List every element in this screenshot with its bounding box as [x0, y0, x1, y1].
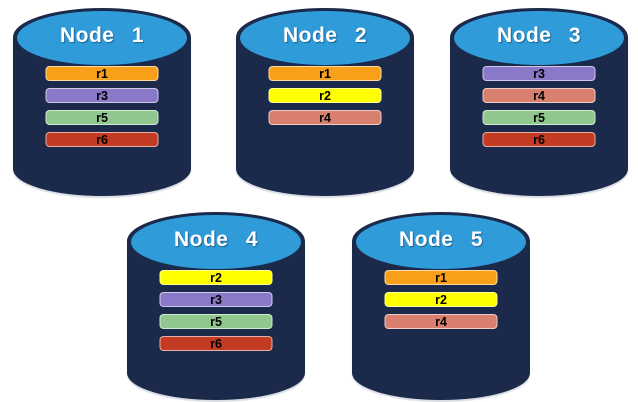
cylinder-cap: Node 3 — [454, 11, 624, 65]
cylinder-cap: Node 5 — [356, 215, 526, 269]
replica-bar-r2: r2 — [384, 292, 498, 307]
replica-bar-r6: r6 — [159, 336, 273, 351]
replica-list: r1 r3 r5 r6 — [45, 66, 159, 147]
node-title: Node 3 — [496, 24, 581, 47]
replica-bar-r1: r1 — [45, 66, 159, 81]
node-2: Node 2 r1 r2 r4 — [236, 8, 414, 196]
replica-bar-r4: r4 — [482, 88, 596, 103]
replica-list: r2 r3 r5 r6 — [159, 270, 273, 351]
replica-bar-r1: r1 — [384, 270, 498, 285]
replica-bar-r6: r6 — [45, 132, 159, 147]
node-title: Node 4 — [173, 228, 258, 251]
replica-bar-r6: r6 — [482, 132, 596, 147]
cylinder-cap: Node 4 — [131, 215, 301, 269]
replica-bar-r4: r4 — [268, 110, 382, 125]
node-title: Node 5 — [398, 228, 483, 251]
replica-bar-r5: r5 — [482, 110, 596, 125]
replica-bar-r5: r5 — [159, 314, 273, 329]
node-1: Node 1 r1 r3 r5 r6 — [13, 8, 191, 196]
node-title: Node 1 — [59, 24, 144, 47]
node-4: Node 4 r2 r3 r5 r6 — [127, 212, 305, 400]
node-5: Node 5 r1 r2 r4 — [352, 212, 530, 400]
replica-bar-r3: r3 — [482, 66, 596, 81]
replica-list: r1 r2 r4 — [384, 270, 498, 329]
replica-bar-r5: r5 — [45, 110, 159, 125]
cylinder-cap: Node 1 — [17, 11, 187, 65]
replica-bar-r4: r4 — [384, 314, 498, 329]
replica-bar-r1: r1 — [268, 66, 382, 81]
replica-bar-r3: r3 — [159, 292, 273, 307]
replica-list: r1 r2 r4 — [268, 66, 382, 125]
node-3: Node 3 r3 r4 r5 r6 — [450, 8, 628, 196]
replica-bar-r3: r3 — [45, 88, 159, 103]
node-title: Node 2 — [282, 24, 367, 47]
replica-bar-r2: r2 — [268, 88, 382, 103]
replica-bar-r2: r2 — [159, 270, 273, 285]
replica-list: r3 r4 r5 r6 — [482, 66, 596, 147]
cylinder-cap: Node 2 — [240, 11, 410, 65]
